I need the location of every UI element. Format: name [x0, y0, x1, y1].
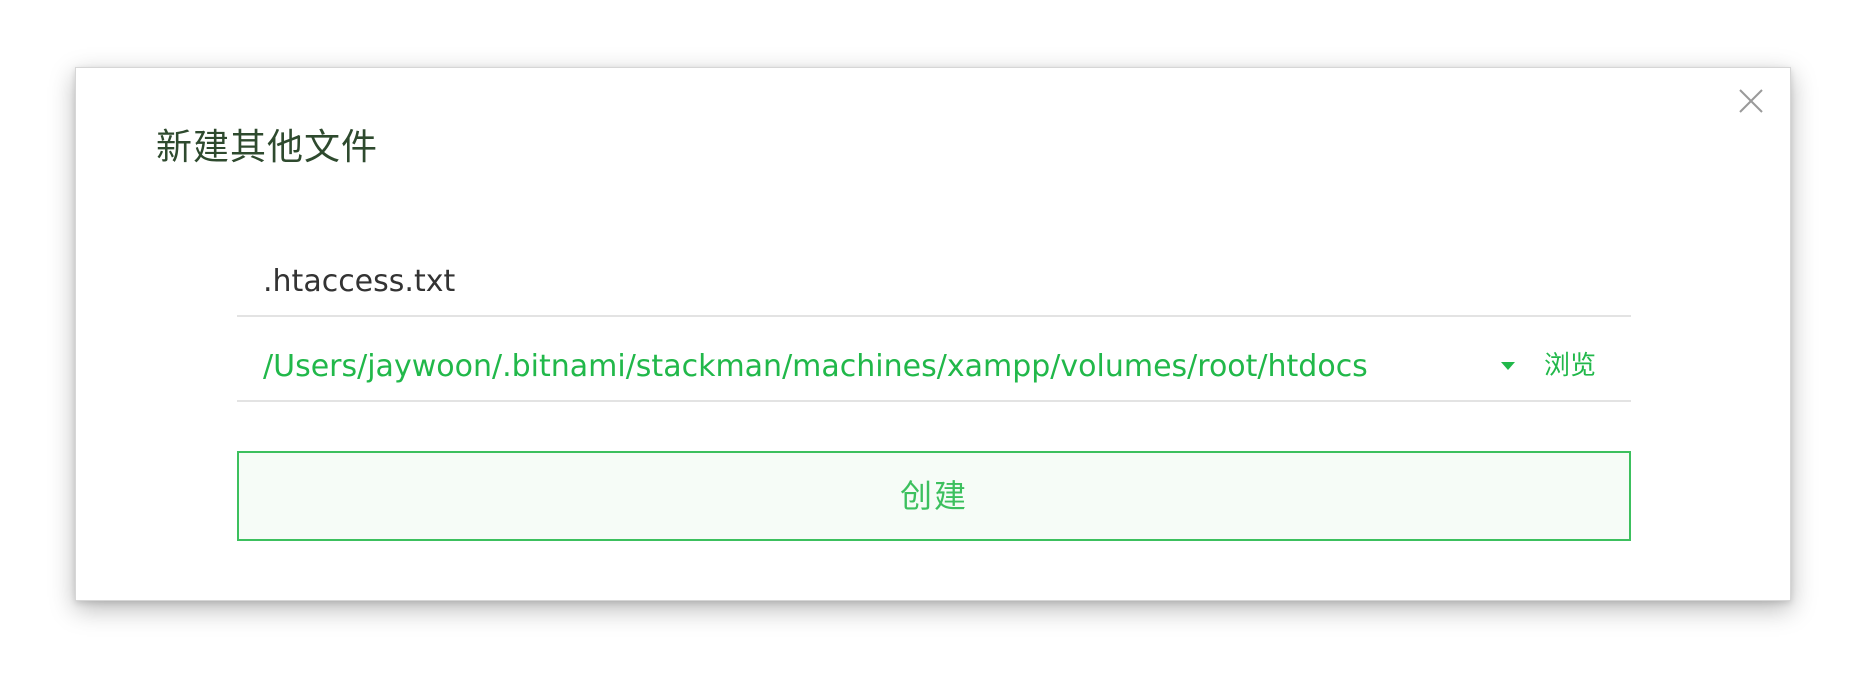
create-button[interactable]: 创建 [237, 451, 1631, 541]
filename-input[interactable] [237, 248, 1631, 315]
caret-down-icon[interactable] [1501, 362, 1515, 370]
browse-button[interactable]: 浏览 [1544, 351, 1597, 381]
location-path-select[interactable]: /Users/jaywoon/.bitnami/stackman/machine… [263, 349, 1368, 384]
dialog-title: 新建其他文件 [156, 127, 379, 168]
location-field: /Users/jaywoon/.bitnami/stackman/machine… [237, 333, 1631, 402]
close-button[interactable] [1736, 86, 1766, 116]
close-icon[interactable] [1736, 86, 1766, 116]
new-file-dialog: 新建其他文件 /Users/jaywoon/.bitnami/stackman/… [75, 67, 1791, 601]
filename-field [237, 248, 1631, 317]
